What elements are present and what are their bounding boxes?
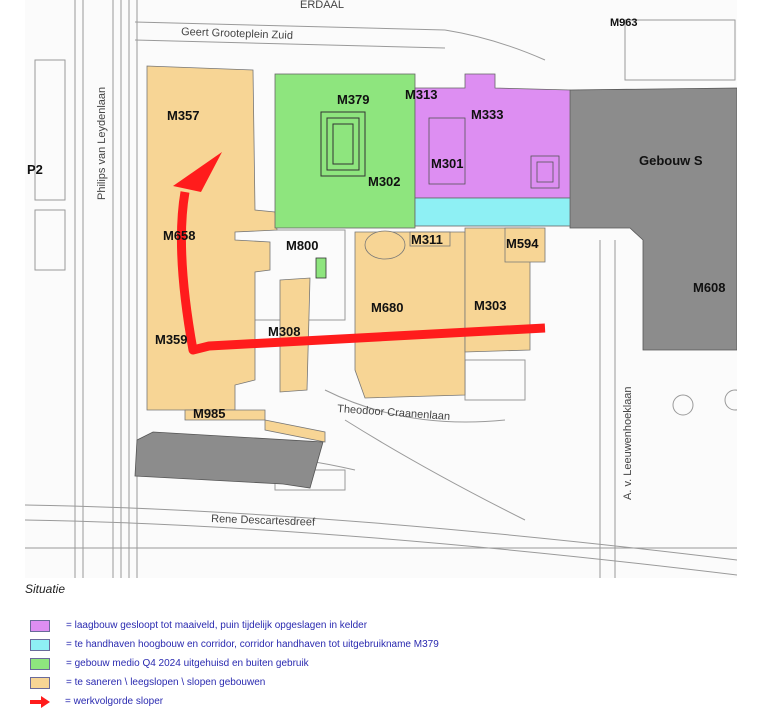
street-leeuwen: A. v. Leeuwenhoeklaan xyxy=(622,386,634,500)
green-swatch-icon xyxy=(30,657,50,670)
map-caption: Situatie xyxy=(25,582,66,596)
label-m963: M963 xyxy=(610,17,638,29)
label-m301: M301 xyxy=(431,156,464,171)
purple-building xyxy=(414,73,571,199)
label-m658: M658 xyxy=(163,228,196,243)
label-m359: M359 xyxy=(155,332,188,347)
red-arrow-icon xyxy=(30,695,50,708)
cyan-corridor xyxy=(414,197,571,227)
label-m800: M800 xyxy=(286,238,319,253)
label-m594: M594 xyxy=(506,236,539,251)
label-m608: M608 xyxy=(693,280,726,295)
gray-buildings xyxy=(134,87,737,489)
site-map: M357 M379 M313 M333 M301 M302 Gebouw S M… xyxy=(25,0,737,578)
legend: = laagbouw gesloopt tot maaiveld, puin t… xyxy=(30,616,630,711)
label-m311: M311 xyxy=(411,232,443,247)
label-m985: M985 xyxy=(193,406,226,421)
legend-text: = te saneren \ leegslopen \ slopen gebou… xyxy=(66,677,266,688)
legend-item-orange: = te saneren \ leegslopen \ slopen gebou… xyxy=(30,673,630,692)
street-top-cut: ERDAAL xyxy=(300,0,344,11)
street-geert: Geert Grooteplein Zuid xyxy=(181,26,293,42)
legend-item-green: = gebouw medio Q4 2024 uitgehuisd en bui… xyxy=(30,654,630,673)
green-building xyxy=(274,73,416,229)
street-rene: Rene Descartesdreef xyxy=(211,513,316,529)
orange-buildings xyxy=(146,65,546,443)
legend-text: = te handhaven hoogbouw en corridor, cor… xyxy=(66,639,439,650)
red-arrow xyxy=(173,152,546,355)
cyan-swatch-icon xyxy=(30,638,50,651)
label-m357: M357 xyxy=(167,108,200,123)
legend-item-cyan: = te handhaven hoogbouw en corridor, cor… xyxy=(30,635,630,654)
label-m379: M379 xyxy=(337,92,370,107)
label-gebouw-s: Gebouw S xyxy=(639,153,703,168)
legend-item-purple: = laagbouw gesloopt tot maaiveld, puin t… xyxy=(30,616,630,635)
label-m313: M313 xyxy=(405,87,438,102)
legend-text: = laagbouw gesloopt tot maaiveld, puin t… xyxy=(66,620,368,631)
label-p2: P2 xyxy=(27,162,43,177)
street-philips: Philips van Leydenlaan xyxy=(96,87,108,200)
legend-item-arrow: = werkvolgorde sloper xyxy=(30,692,630,711)
label-m302: M302 xyxy=(368,174,401,189)
label-m680: M680 xyxy=(371,300,404,315)
legend-text: = werkvolgorde sloper xyxy=(65,696,164,707)
label-m333: M333 xyxy=(471,107,504,122)
label-m308: M308 xyxy=(268,324,301,339)
orange-swatch-icon xyxy=(30,676,50,689)
purple-swatch-icon xyxy=(30,619,50,632)
legend-text: = gebouw medio Q4 2024 uitgehuisd en bui… xyxy=(66,658,309,669)
label-m303: M303 xyxy=(474,298,507,313)
